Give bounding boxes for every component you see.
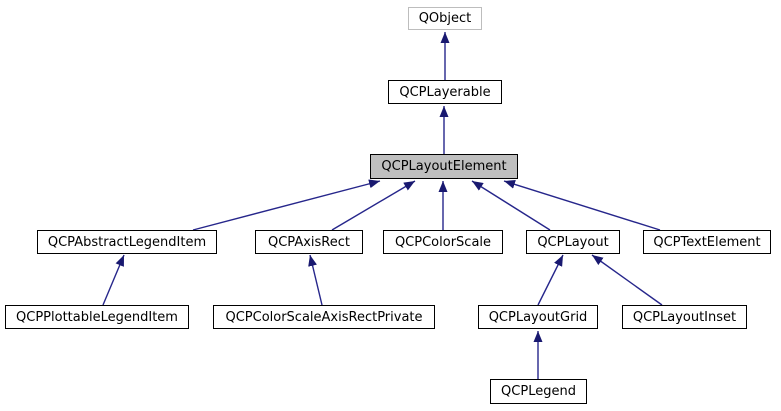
class-node-qcpabstractlegenditem[interactable]: QCPAbstractLegendItem	[37, 230, 217, 254]
inheritance-arrow-qcpaxisrect-to-qcplayoutelement	[331, 180, 416, 231]
inheritance-arrow-qcpabstractlegenditem-to-qcplayoutelement	[192, 179, 381, 231]
inheritance-arrow-qcpcolorscaleaxisrectprivate-to-qcpaxisrect	[308, 254, 323, 306]
inheritance-arrow-qcptextelement-to-qcplayoutelement	[503, 180, 661, 231]
inheritance-arrow-qcplayoutinset-to-qcplayout	[591, 254, 663, 306]
class-node-qcpaxisrect[interactable]: QCPAxisRect	[255, 230, 363, 254]
class-node-qcplayout[interactable]: QCPLayout	[526, 230, 620, 254]
class-node-qcpcolorscaleaxisrectprivate[interactable]: QCPColorScaleAxisRectPrivate	[213, 305, 435, 329]
class-node-qcptextelement[interactable]: QCPTextElement	[643, 230, 771, 254]
class-node-qcplayoutgrid[interactable]: QCPLayoutGrid	[478, 305, 598, 329]
class-node-qcpplottablelegenditem[interactable]: QCPPlottableLegendItem	[5, 305, 189, 329]
class-node-qcpcolorscale[interactable]: QCPColorScale	[383, 230, 503, 254]
class-node-qobject: QObject	[408, 7, 482, 30]
class-node-qcplegend[interactable]: QCPLegend	[490, 379, 587, 404]
class-node-qcplayoutinset[interactable]: QCPLayoutInset	[622, 305, 747, 329]
class-node-qcplayoutelement: QCPLayoutElement	[370, 154, 518, 179]
inheritance-arrow-qcplayoutgrid-to-qcplayout	[537, 254, 564, 306]
inheritance-arrow-qcplayout-to-qcplayoutelement	[471, 180, 551, 231]
class-node-qcplayerable[interactable]: QCPLayerable	[388, 80, 502, 104]
inheritance-arrow-qcpplottablelegenditem-to-qcpabstractlegenditem	[102, 254, 125, 306]
